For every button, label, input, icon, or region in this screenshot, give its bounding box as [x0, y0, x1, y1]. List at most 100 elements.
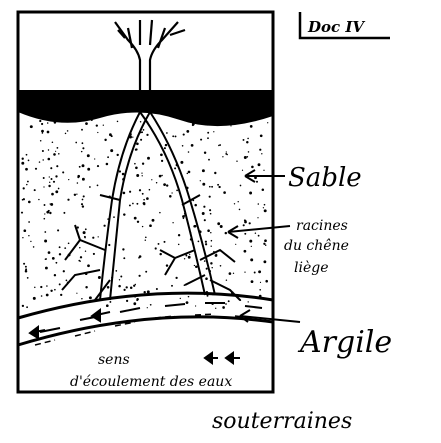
- sand-grain: [265, 244, 266, 245]
- sand-grain: [229, 272, 232, 275]
- sand-grain: [175, 277, 177, 279]
- sand-grain: [81, 298, 82, 299]
- sand-grain: [55, 190, 58, 193]
- sand-grain: [62, 119, 65, 122]
- sand-grain: [22, 158, 24, 160]
- sand-grain: [143, 203, 145, 205]
- sand-grain: [85, 251, 86, 252]
- racines-label-line1: racines: [296, 218, 348, 234]
- sand-grain: [203, 206, 205, 208]
- sand-grain: [126, 300, 128, 302]
- sand-grain: [251, 246, 252, 247]
- sand-grain: [215, 308, 216, 309]
- sand-grain: [223, 191, 226, 194]
- sand-grain: [48, 158, 51, 161]
- racines-label-line3: liège: [294, 260, 329, 276]
- sand-grain: [251, 166, 254, 169]
- sand-grain: [192, 124, 194, 126]
- sand-grain: [166, 264, 168, 266]
- sand-grain: [139, 189, 141, 191]
- sand-grain: [159, 253, 161, 255]
- sand-grain: [25, 270, 28, 273]
- sand-grain: [96, 124, 98, 126]
- sand-grain: [21, 212, 23, 214]
- sand-grain: [48, 149, 49, 150]
- sand-grain: [195, 265, 198, 268]
- sand-grain: [53, 153, 56, 156]
- sand-grain: [205, 241, 207, 243]
- sand-grain: [141, 172, 142, 173]
- sand-grain: [178, 244, 180, 246]
- sand-grain: [106, 163, 109, 166]
- sand-grain: [189, 254, 190, 255]
- sand-grain: [119, 170, 121, 172]
- sand-grain: [89, 186, 91, 188]
- sand-grain: [149, 224, 152, 227]
- sand-grain: [264, 239, 267, 242]
- sand-grain: [138, 275, 140, 277]
- sand-grain: [156, 182, 157, 183]
- sand-grain: [249, 222, 251, 224]
- sand-grain: [67, 199, 69, 201]
- sand-grain: [194, 265, 195, 266]
- sand-grain: [53, 181, 55, 183]
- sand-grain: [27, 181, 29, 183]
- sand-grain: [210, 262, 212, 264]
- sand-grain: [149, 189, 151, 191]
- sand-grain: [30, 241, 31, 242]
- sand-grain: [186, 301, 189, 304]
- sand-grain: [66, 280, 68, 282]
- sand-grain: [41, 123, 43, 125]
- sand-grain: [166, 132, 168, 134]
- sand-grain: [226, 151, 227, 152]
- sand-grain: [26, 184, 27, 185]
- sand-grain: [81, 203, 83, 205]
- sand-grain: [255, 232, 256, 233]
- sand-grain: [256, 181, 258, 183]
- sand-grain: [188, 296, 190, 298]
- sand-grain: [236, 160, 237, 161]
- sand-grain: [250, 258, 253, 261]
- sand-grain: [230, 125, 231, 126]
- sand-grain: [263, 243, 265, 245]
- sand-grain: [23, 263, 25, 265]
- sand-grain: [259, 289, 261, 291]
- sand-grain: [151, 179, 152, 180]
- sand-grain: [218, 186, 220, 188]
- sand-grain: [213, 131, 214, 132]
- sand-grain: [169, 195, 172, 198]
- sand-grain: [214, 172, 216, 174]
- sand-grain: [45, 267, 48, 270]
- sand-grain: [51, 193, 54, 196]
- sand-grain: [204, 219, 206, 221]
- sand-grain: [172, 135, 174, 137]
- sand-grain: [132, 203, 134, 205]
- sand-grain: [156, 288, 158, 290]
- doc-label-text: Doc IV: [307, 18, 365, 36]
- sand-grain: [25, 168, 28, 171]
- sand-grain: [59, 246, 61, 248]
- sand-grain: [87, 168, 90, 171]
- sand-grain: [44, 213, 45, 214]
- sand-grain: [207, 137, 209, 139]
- sand-grain: [238, 201, 239, 202]
- sand-grain: [103, 225, 105, 227]
- flow-label-line2: d'écoulement des eaux: [70, 374, 232, 390]
- sand-grain: [84, 237, 85, 238]
- sand-grain: [135, 148, 137, 150]
- sand-grain: [57, 229, 59, 231]
- sand-grain: [239, 209, 241, 211]
- sand-grain: [175, 135, 177, 137]
- sand-grain: [263, 260, 266, 263]
- sand-grain: [249, 192, 252, 195]
- sand-grain: [217, 184, 219, 186]
- sand-grain: [174, 167, 176, 169]
- sand-grain: [257, 217, 258, 218]
- sand-grain: [87, 154, 90, 157]
- sand-grain: [50, 290, 52, 292]
- sand-grain: [46, 211, 49, 214]
- sand-grain: [67, 130, 69, 132]
- sand-grain: [122, 173, 125, 176]
- sand-grain: [206, 268, 208, 270]
- sand-grain: [207, 229, 210, 232]
